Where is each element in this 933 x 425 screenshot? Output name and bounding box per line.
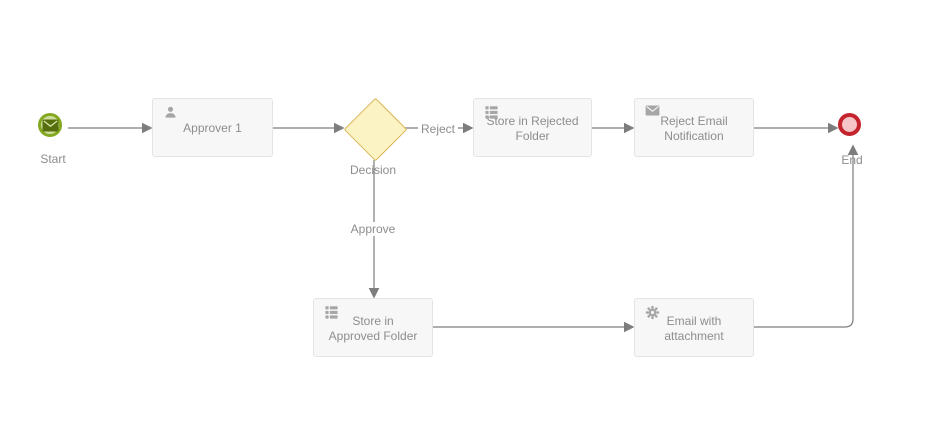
edge-label-reject: Reject	[417, 122, 459, 136]
server-icon	[484, 105, 499, 120]
task-approver1-label: Approver 1	[183, 121, 242, 135]
start-event-node[interactable]	[38, 113, 62, 137]
end-event-label: End	[841, 153, 863, 167]
end-event-node[interactable]	[838, 113, 861, 136]
task-reject-email-label: Reject Email Notification	[660, 113, 728, 143]
edge-label-approve: Approve	[347, 222, 399, 236]
task-store-rejected[interactable]: Store in Rejected Folder	[473, 98, 592, 157]
task-email-attachment-label: Email with attachment	[664, 313, 724, 343]
task-approver1[interactable]: Approver 1	[152, 98, 273, 157]
start-event-label: Start	[40, 152, 66, 166]
task-store-approved-label: Store in Approved Folder	[328, 313, 418, 343]
user-icon	[163, 105, 178, 120]
edge-email-attachment-to-end	[754, 144, 859, 328]
gear-icon	[645, 305, 660, 320]
task-email-attachment[interactable]: Email with attachment	[634, 298, 754, 357]
task-reject-email[interactable]: Reject Email Notification	[634, 98, 754, 157]
task-store-rejected-label: Store in Rejected Folder	[486, 113, 579, 143]
task-store-approved[interactable]: Store in Approved Folder	[313, 298, 433, 357]
envelope-icon	[42, 119, 58, 131]
decision-gateway-label: Decision	[349, 163, 397, 177]
envelope-icon	[645, 105, 660, 116]
server-icon	[324, 305, 339, 320]
